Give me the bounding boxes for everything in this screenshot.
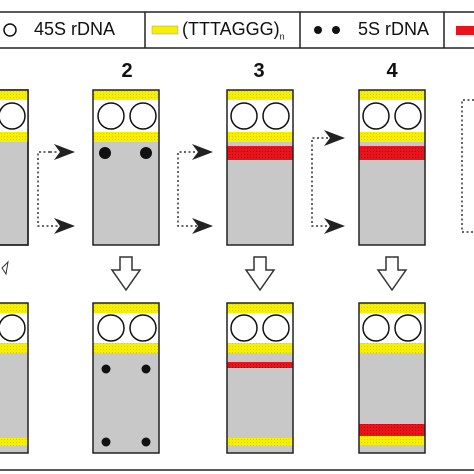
legend-45s-label: 45S rDNA <box>34 19 116 39</box>
chromosome-4-top <box>358 89 426 246</box>
down-arrow-3 <box>244 256 276 292</box>
legend-red-icon <box>456 26 474 35</box>
transposition-arrow-4-partial <box>461 99 474 233</box>
chromosome-2-bottom <box>92 302 160 454</box>
legend-45s-icon <box>3 23 17 37</box>
legend-ttaggg-subscript: n <box>279 31 285 42</box>
legend-5s-icon <box>314 26 322 34</box>
legend-ttaggg-icon <box>151 25 179 35</box>
chromosome-3-top <box>226 89 294 246</box>
down-arrow-2 <box>110 256 142 292</box>
chromosome-2-top <box>92 89 160 246</box>
column-number-2: 2 <box>121 60 133 82</box>
legend-ttaggg-label: (TTTAGGG)n <box>182 19 285 42</box>
transposition-arrow-2 <box>177 144 213 234</box>
chromosome-4-bottom <box>358 302 426 454</box>
transposition-arrow-1 <box>37 144 75 234</box>
legend-5s-label: 5S rDNA <box>358 19 430 39</box>
chromosome-3-bottom <box>226 302 294 454</box>
partial-arrow-1 <box>1 260 9 276</box>
legend-5s-icon <box>332 26 340 34</box>
legend-frame <box>0 11 474 49</box>
down-arrow-4 <box>376 256 408 292</box>
column-number-3: 3 <box>253 60 265 82</box>
legend-ttaggg-text: (TTTAGGG) <box>182 19 280 39</box>
column-number-4: 4 <box>386 60 398 82</box>
chromosome-1-bottom <box>0 302 29 454</box>
transposition-arrow-3 <box>311 130 345 234</box>
chromosome-1-top <box>0 89 29 246</box>
